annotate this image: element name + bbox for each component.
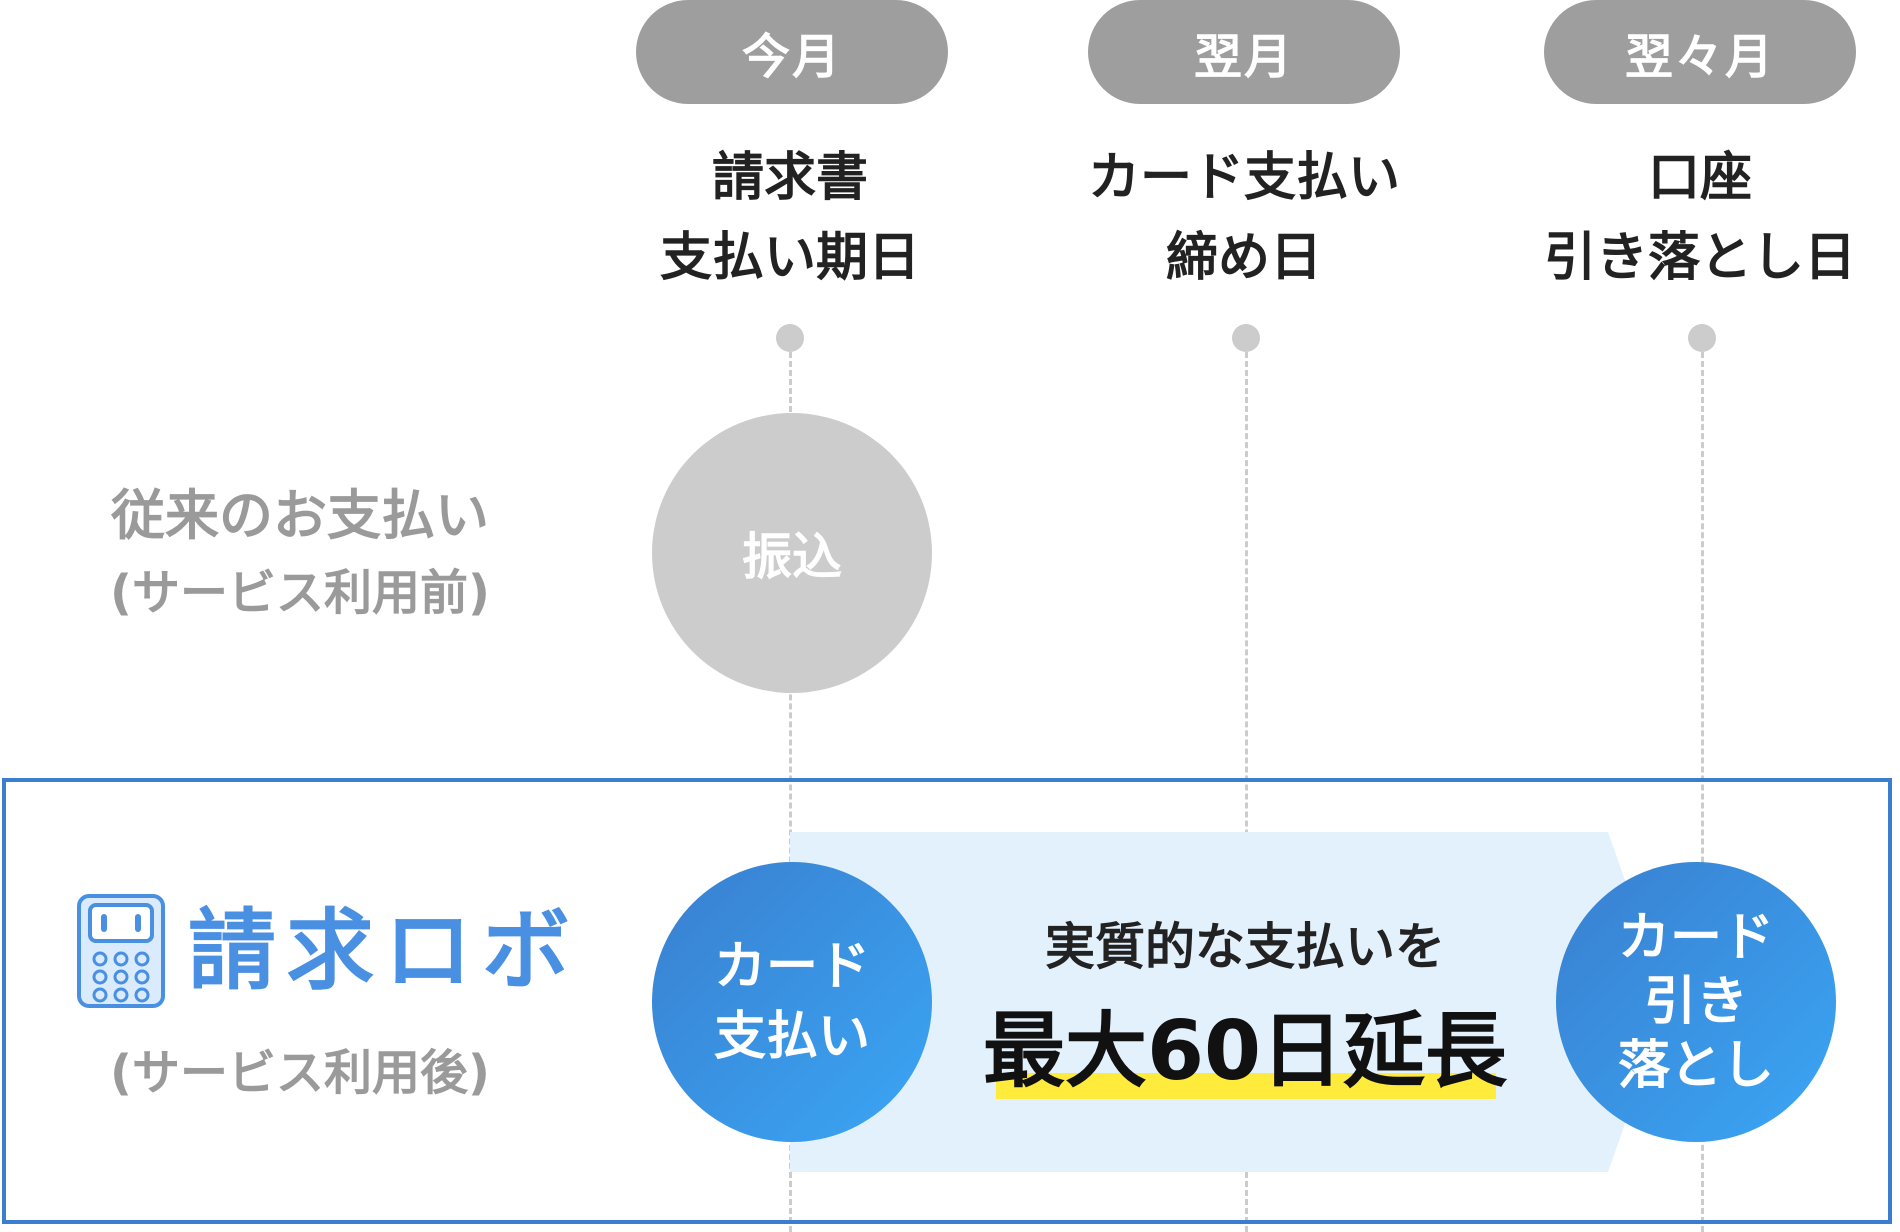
timeline-dot-this-month — [776, 324, 804, 352]
after-frame — [2, 778, 1892, 1224]
card-payment-circle: カード 支払い — [652, 862, 932, 1142]
label-line: カード支払い — [1087, 148, 1400, 208]
pill-month-after-next: 翌々月 — [1544, 0, 1856, 104]
highlight-text: 最大60日延長 — [982, 1004, 1508, 1099]
card-debit-circle: カード 引き 落とし — [1556, 862, 1836, 1142]
extension-band — [790, 832, 1668, 1172]
timeline-dot-next-month — [1232, 324, 1260, 352]
card-payment-line: 支払い — [713, 1007, 870, 1067]
timeline-line-this-month — [789, 352, 792, 1232]
after-subtitle: (サービス利用後) — [110, 1045, 490, 1101]
card-payment-line: カード — [713, 937, 870, 997]
label-line: 締め日 — [1165, 228, 1322, 288]
before-subtitle: (サービス利用前) — [110, 565, 490, 621]
label-account-debit: 口座 引き落とし日 — [1510, 138, 1890, 298]
bank-transfer-circle: 振込 — [652, 413, 932, 693]
before-title: 従来のお支払い — [111, 484, 489, 547]
card-debit-line: カード — [1617, 908, 1774, 968]
band-text: 実質的な支払いを — [1045, 918, 1445, 976]
logo: 請求ロボ — [76, 893, 570, 1011]
bank-transfer-label: 振込 — [742, 528, 842, 586]
logo-text: 請求ロボ — [188, 899, 581, 1002]
pill-next-month: 翌月 — [1088, 0, 1400, 104]
label-line: 請求書 — [711, 148, 868, 208]
label-line: 支払い期日 — [659, 228, 920, 288]
highlight-line — [996, 1073, 1496, 1099]
label-card-closing: カード支払い 締め日 — [1054, 138, 1434, 298]
label-line: 口座 — [1647, 148, 1752, 208]
timeline-line-next-month — [1245, 352, 1248, 1232]
calculator-icon — [77, 894, 165, 1008]
card-debit-line: 落とし — [1617, 1036, 1774, 1096]
card-debit-line: 引き — [1643, 972, 1748, 1032]
label-line: 引き落とし日 — [1543, 228, 1856, 288]
timeline-line-month-after-next — [1701, 352, 1704, 1232]
label-invoice-due: 請求書 支払い期日 — [600, 138, 980, 298]
pill-this-month: 今月 — [636, 0, 948, 104]
before-row-label: 従来のお支払い (サービス利用前) — [60, 476, 540, 630]
timeline-dot-month-after-next — [1688, 324, 1716, 352]
